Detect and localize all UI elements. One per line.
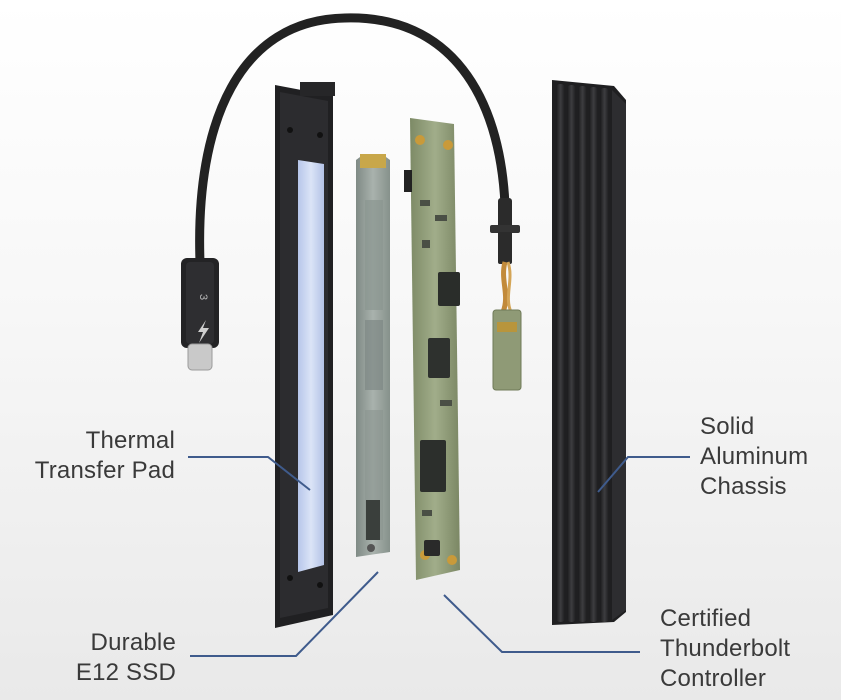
callout-lines [188,456,690,657]
callout-text: Thunderbolt [660,635,791,662]
usb-c-plug [187,343,213,371]
callout-text: E12 SSD [75,659,176,686]
thunderbolt-cable: 3 [181,13,522,391]
aluminum-chassis [552,80,626,625]
callout-line-chassis [597,456,690,493]
callout-label-ssd: Durable E12 SSD [76,628,176,688]
cable-port-number: 3 [197,294,209,300]
callout-line-controller [443,594,640,653]
callout-text: Aluminum [700,443,809,470]
e12-ssd-board [356,154,390,557]
callout-text: Controller [660,665,767,692]
callout-text: Certified [660,605,752,632]
callout-line-thermal-pad [188,456,311,491]
bottom-cover-plate [275,82,335,628]
thunderbolt-icon [198,320,209,343]
callout-text: Solid [700,413,755,440]
callout-text: Chassis [700,473,787,500]
callout-line-ssd [190,571,379,657]
callout-label-chassis: Solid Aluminum Chassis [700,412,808,502]
callout-text: Transfer Pad [34,457,175,484]
thunderbolt-controller-board [404,118,460,580]
callout-label-thermal-pad: Thermal Transfer Pad [35,426,175,486]
callout-label-controller: Certified Thunderbolt Controller [660,604,790,694]
callout-text: Thermal [85,427,175,454]
thermal-pad [298,160,324,572]
callout-text: Durable [90,629,176,656]
